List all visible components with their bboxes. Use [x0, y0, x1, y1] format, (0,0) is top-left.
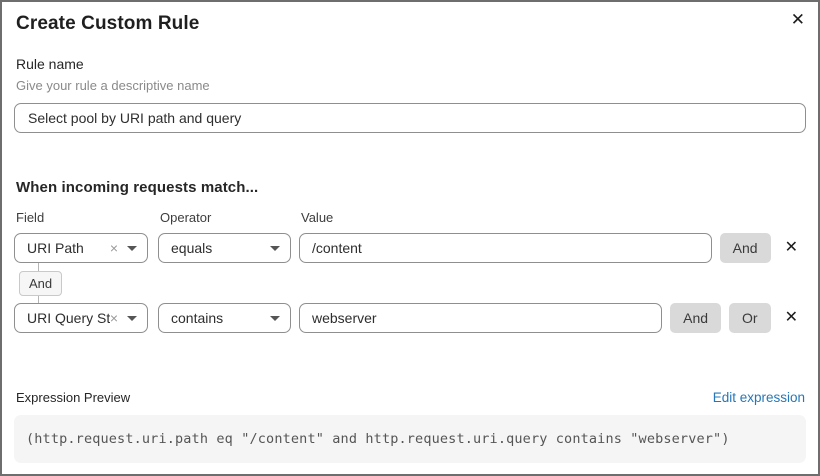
add-or-condition-button-2[interactable]: Or	[729, 303, 771, 333]
and-connector: And	[14, 263, 806, 303]
condition-row-1: URI Path × equals And ✕	[14, 233, 806, 263]
chevron-down-icon	[127, 315, 137, 321]
operator-select-1[interactable]: equals	[158, 233, 291, 263]
expression-code: (http.request.uri.path eq "/content" and…	[26, 431, 730, 447]
add-and-condition-button-2[interactable]: And	[670, 303, 722, 333]
expression-preview-label: Expression Preview	[16, 390, 131, 405]
close-icon[interactable]: ✕	[790, 10, 805, 29]
chevron-down-icon	[270, 315, 280, 321]
dialog-title: Create Custom Rule	[16, 13, 200, 34]
condition-column-labels: Field Operator Value	[14, 210, 806, 225]
connector-line-bottom	[38, 296, 39, 303]
chevron-down-icon	[127, 245, 137, 251]
field-select-2[interactable]: URI Query St... ×	[14, 303, 148, 333]
add-and-condition-button-1[interactable]: And	[719, 233, 771, 263]
operator-select-1-value: equals	[171, 240, 213, 256]
delete-row-icon-1[interactable]: ✕	[784, 239, 798, 256]
clear-icon[interactable]: ×	[109, 240, 118, 256]
field-column-label: Field	[16, 210, 45, 225]
operator-select-2[interactable]: contains	[158, 303, 291, 333]
rule-name-label: Rule name	[16, 56, 84, 72]
rule-name-input[interactable]	[14, 103, 806, 133]
value-input-2[interactable]	[299, 303, 663, 333]
operator-column-label: Operator	[160, 210, 212, 225]
and-connector-chip: And	[19, 271, 63, 296]
match-section-heading: When incoming requests match...	[16, 179, 259, 196]
field-select-2-value: URI Query St...	[27, 310, 110, 326]
expression-code-box: (http.request.uri.path eq "/content" and…	[14, 415, 806, 463]
connector-line-top	[38, 263, 39, 271]
expression-preview-header: Expression Preview Edit expression	[14, 390, 806, 405]
condition-row-2: URI Query St... × contains And Or ✕	[14, 303, 806, 333]
clear-icon[interactable]: ×	[109, 310, 118, 326]
value-column-label: Value	[301, 210, 334, 225]
operator-select-2-value: contains	[171, 310, 224, 326]
delete-row-icon-2[interactable]: ✕	[784, 309, 798, 326]
rule-name-helper: Give your rule a descriptive name	[16, 78, 210, 93]
edit-expression-link[interactable]: Edit expression	[712, 390, 805, 405]
chevron-down-icon	[270, 245, 280, 251]
field-select-1-value: URI Path	[27, 240, 84, 256]
field-select-1[interactable]: URI Path ×	[14, 233, 148, 263]
value-input-1[interactable]	[299, 233, 712, 263]
